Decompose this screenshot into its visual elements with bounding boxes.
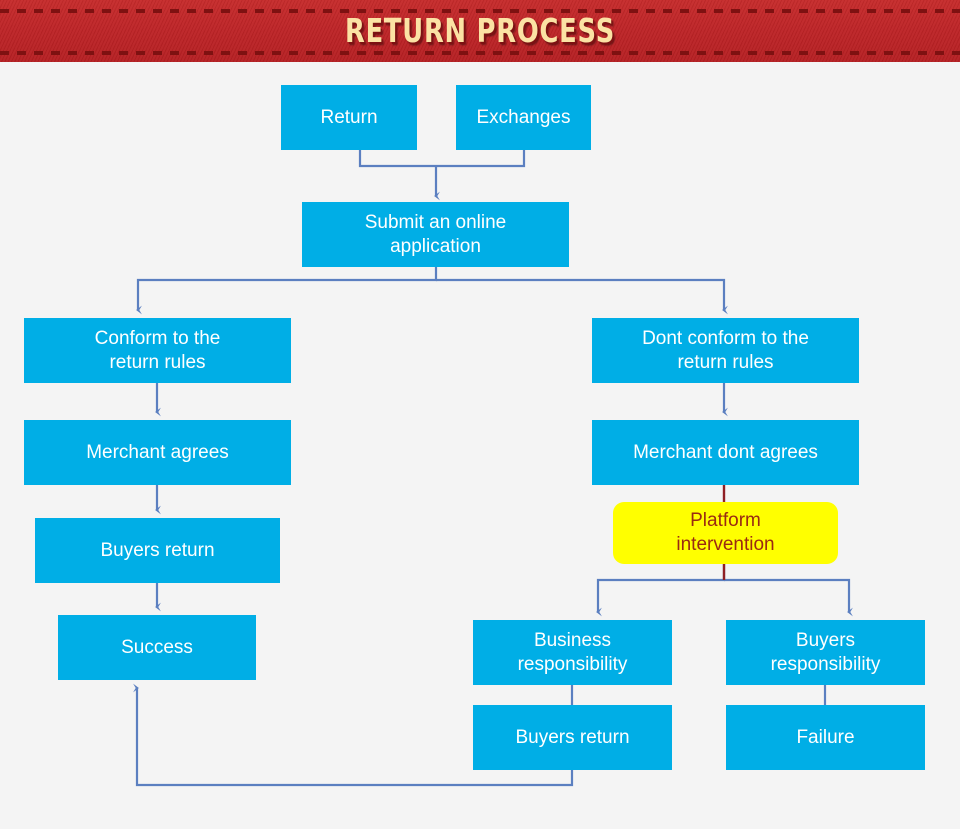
node-business-responsibility[interactable]: Business responsibility — [473, 620, 672, 685]
page-title: RETURN PROCESS — [344, 11, 616, 50]
edge-return-to-submit — [358, 150, 436, 168]
node-submit-an-online-application[interactable]: Submit an online application — [302, 202, 569, 267]
banner-stitch-top-icon — [0, 9, 960, 13]
edge-platform-bus-right — [724, 578, 853, 617]
node-exchanges[interactable]: Exchanges — [456, 85, 591, 150]
node-return[interactable]: Return — [281, 85, 417, 150]
node-dont-conform-to-the-return-rules[interactable]: Dont conform to the return rules — [592, 318, 859, 383]
edge-platform-bus-left — [596, 564, 726, 617]
header-banner: RETURN PROCESS — [0, 0, 960, 62]
node-merchant-dont-agrees[interactable]: Merchant dont agrees — [592, 420, 859, 485]
node-buyers-return-bottom[interactable]: Buyers return — [473, 705, 672, 770]
edge-exchanges-to-submit — [436, 150, 526, 168]
edge-feedback-to-success — [133, 683, 574, 787]
node-success[interactable]: Success — [58, 615, 256, 680]
edge-submit-bus-right — [436, 278, 728, 315]
node-buyers-return-left[interactable]: Buyers return — [35, 518, 280, 583]
connector-layer — [133, 150, 853, 787]
node-failure[interactable]: Failure — [726, 705, 925, 770]
banner-stitch-bottom-icon — [0, 51, 960, 55]
node-merchant-agrees[interactable]: Merchant agrees — [24, 420, 291, 485]
diagram-canvas: Return Exchanges Submit an online applic… — [0, 62, 960, 829]
node-platform-intervention[interactable]: Platform intervention — [613, 502, 838, 564]
node-conform-to-the-return-rules[interactable]: Conform to the return rules — [24, 318, 291, 383]
node-buyers-responsibility[interactable]: Buyers responsibility — [726, 620, 925, 685]
edge-submit-bus — [136, 267, 438, 315]
